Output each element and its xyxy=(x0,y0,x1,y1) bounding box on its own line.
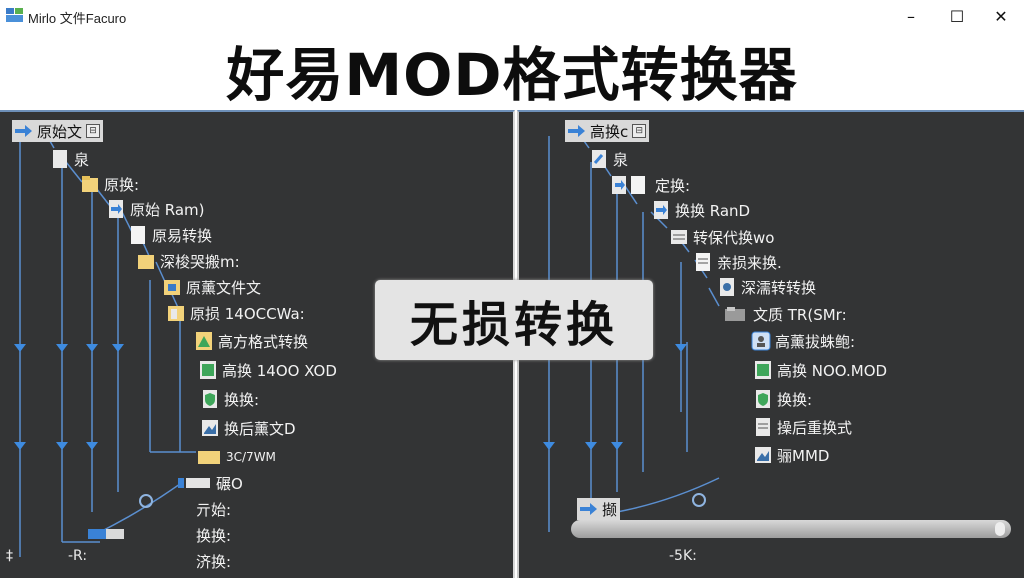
file-blue-icon xyxy=(654,201,668,219)
drive-icon xyxy=(88,529,124,539)
tree-node[interactable]: 高方格式转换 xyxy=(194,330,308,352)
file-pair-icon xyxy=(612,176,645,194)
tree-node[interactable]: 深梭哭搬m: xyxy=(136,250,240,272)
user-file-icon xyxy=(751,331,771,351)
title-bar: Mirlo 文件Facuro – ☐ ✕ xyxy=(0,0,1024,32)
tree-node[interactable]: 亓始: xyxy=(196,500,232,519)
collapse-toggle-icon[interactable]: ⊟ xyxy=(86,124,101,138)
triangle-file-icon xyxy=(196,332,212,350)
right-root-label: 高换c xyxy=(590,122,629,141)
right-bottom-label: -5K: xyxy=(669,548,697,564)
arrow-right-icon xyxy=(580,503,597,515)
image-file-icon xyxy=(755,447,771,463)
close-button[interactable]: ✕ xyxy=(994,6,1008,26)
tree-node[interactable]: 文质 TR(SMr: xyxy=(723,303,847,325)
shield-file-icon xyxy=(756,390,770,408)
file-blue-icon xyxy=(109,200,123,218)
collapse-toggle-icon[interactable]: ⊟ xyxy=(632,124,647,138)
tree-node[interactable]: 原损 14OCCWa: xyxy=(166,302,305,324)
tree-node[interactable]: 操后重换式 xyxy=(753,416,852,438)
tree-node[interactable]: 高薰拔蛛鲍: xyxy=(751,330,855,352)
tree-node[interactable]: 转保代换wo xyxy=(669,226,774,248)
image-file-icon xyxy=(202,420,218,436)
tree-node[interactable]: 泉 xyxy=(589,148,628,170)
left-corner-mark: ‡ xyxy=(6,548,13,564)
window-title: Mirlo 文件Facuro xyxy=(28,11,127,26)
tree-node[interactable]: 深濡转转换 xyxy=(717,276,816,298)
tree-node[interactable]: 换后薰文D xyxy=(200,417,296,439)
lossless-conversion-label: 无损转换 xyxy=(375,280,653,360)
tree-node[interactable]: 换换: xyxy=(200,388,259,410)
folder-icon xyxy=(82,176,98,192)
minimize-button[interactable]: – xyxy=(907,6,915,26)
folder-icon xyxy=(725,307,745,321)
app-logo-icon xyxy=(6,8,23,22)
left-root-label: 原始文 xyxy=(37,122,83,141)
tree-node[interactable]: 原易转换 xyxy=(128,224,212,246)
tree-node[interactable]: 原换: xyxy=(80,173,139,195)
left-tree-lines xyxy=(14,123,196,557)
folder-icon xyxy=(198,451,220,464)
folder-icon xyxy=(164,280,180,295)
gear-file-icon xyxy=(720,278,734,296)
tree-node[interactable]: 原始 Ram) xyxy=(106,198,205,220)
tree-node[interactable]: 换换: xyxy=(753,388,812,410)
left-root-node[interactable]: 原始文 ⊟ xyxy=(12,120,104,142)
maximize-button[interactable]: ☐ xyxy=(949,6,965,26)
tree-node[interactable]: 济换: xyxy=(196,552,232,571)
folder-icon xyxy=(138,255,154,269)
folder-icon xyxy=(168,306,184,321)
horizontal-scrollbar[interactable] xyxy=(571,520,1011,538)
arrow-right-icon xyxy=(568,125,585,137)
tree-node[interactable]: 泉 xyxy=(50,148,89,170)
tree-node[interactable]: 换换 RanD xyxy=(651,199,750,221)
green-file-icon xyxy=(200,361,216,379)
tree-node[interactable]: 骊MMD xyxy=(753,444,829,466)
arrow-right-icon xyxy=(15,125,32,137)
shield-file-icon xyxy=(203,390,217,408)
document-icon xyxy=(53,150,67,168)
right-root-node[interactable]: 高换c ⊟ xyxy=(565,120,650,142)
tree-node[interactable]: 原薰文件文 xyxy=(162,276,261,298)
tree-node[interactable]: 换换: xyxy=(196,526,232,545)
scrollbar-thumb[interactable] xyxy=(995,522,1005,536)
list-file-icon xyxy=(756,418,770,436)
banner-title: 好易MOD格式转换器 xyxy=(226,41,798,109)
tree-node[interactable]: 3C/7WM xyxy=(196,446,276,468)
tree-node[interactable]: 高换 NOO.MOD xyxy=(753,359,887,381)
document-icon xyxy=(592,150,606,168)
drive-icon xyxy=(178,478,210,488)
tree-node[interactable]: 碾O xyxy=(176,472,243,494)
tree-node[interactable]: 高换 14OO XOD xyxy=(198,359,337,381)
tree-node-drive[interactable] xyxy=(86,522,126,544)
tree-node[interactable]: 定换: xyxy=(611,174,690,196)
left-bottom-label: -R: xyxy=(68,548,88,564)
tree-node[interactable]: 亲损来换. xyxy=(693,251,782,273)
right-bottom-node[interactable]: 撷 xyxy=(577,498,621,520)
green-file-icon xyxy=(755,361,771,379)
document-icon xyxy=(131,226,145,244)
list-file-icon xyxy=(696,253,710,271)
list-file-icon xyxy=(671,230,687,244)
